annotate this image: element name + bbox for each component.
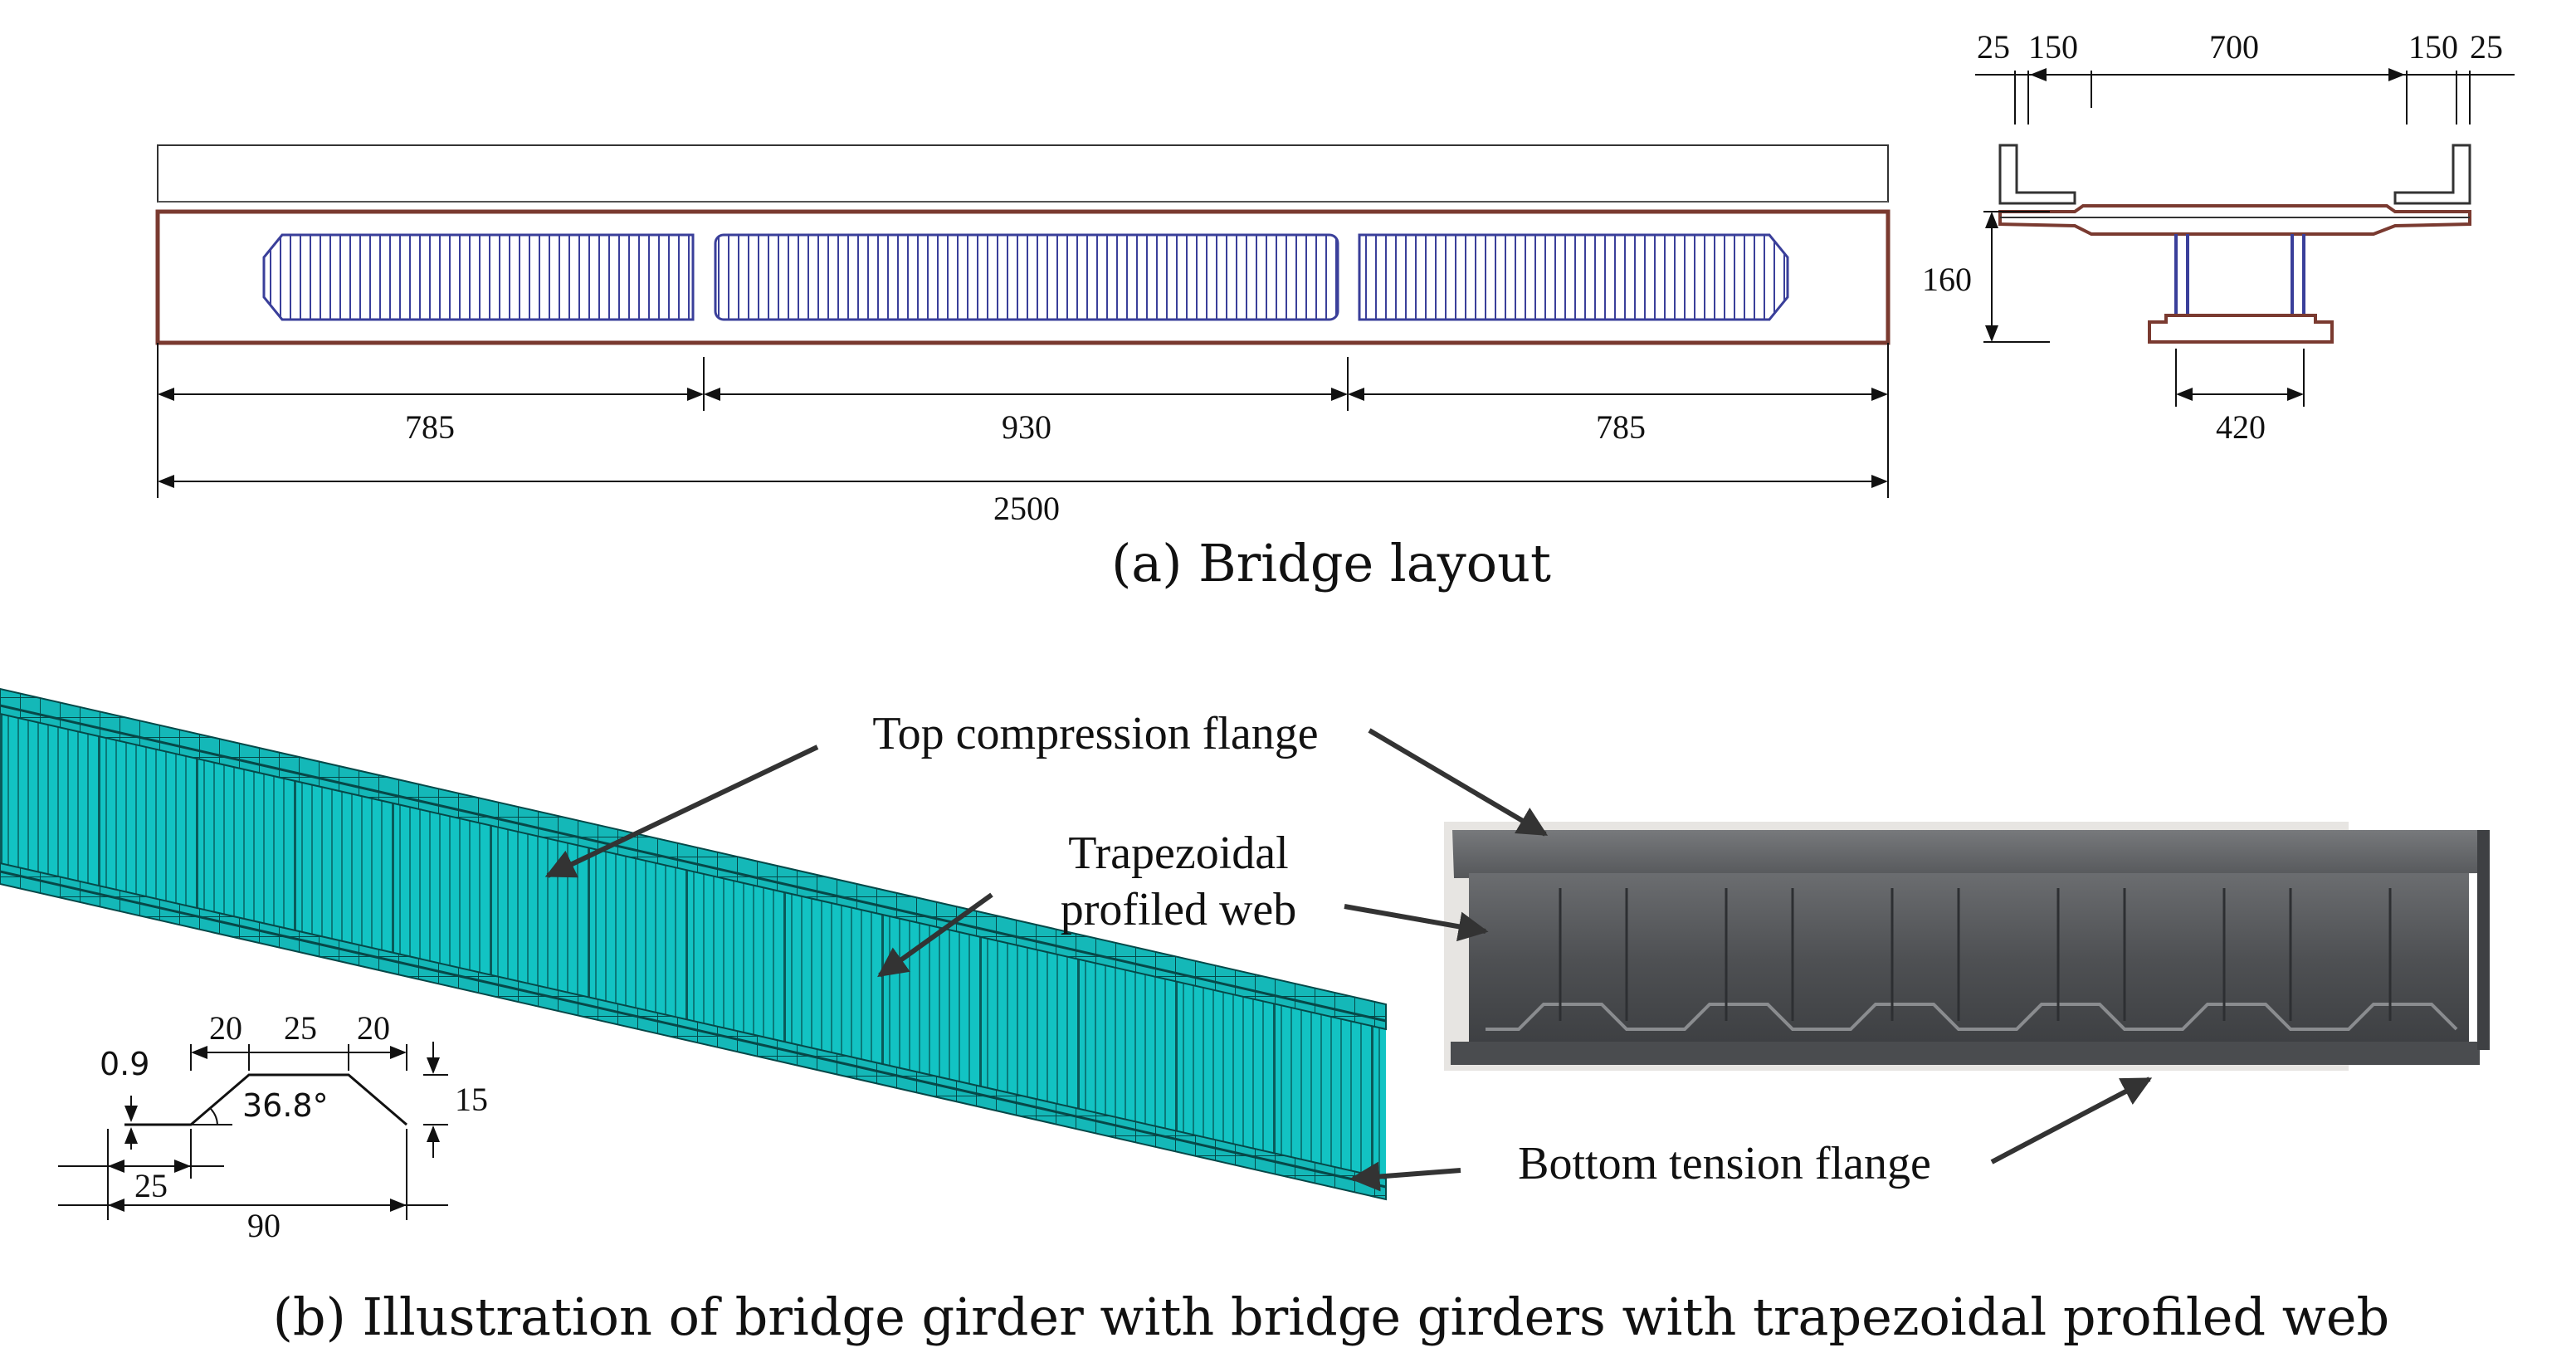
dim-bottom: 420 [2216,408,2266,446]
detail-seg-2: 25 [284,1009,317,1047]
dim-25-left: 25 [1977,28,2010,66]
fe-model [0,687,1387,1201]
photo-top-flange [1452,830,2486,878]
caption-a: (a) Bridge layout [1111,533,1551,593]
parapet-right [2393,144,2471,205]
leaders [544,728,2153,1192]
photo-bottom-flange [1451,1042,2480,1065]
detail-flat: 25 [134,1167,168,1204]
detail-angle: 36.8° [242,1087,329,1124]
elevation-view: 785 930 785 2500 [155,144,1891,527]
dim-height: 160 [1922,261,1972,298]
label-web-line2: profiled web [1061,884,1297,935]
dim-25-right: 25 [2470,28,2503,66]
detail-seg-3: 20 [357,1009,390,1047]
dim-total: 2500 [993,490,1060,527]
fe-bottom-flange [0,862,1387,1201]
cross-section-view: 25 150 700 150 25 160 420 [1922,28,2515,446]
dim-150-right: 150 [2408,28,2458,66]
caption-b: (b) Illustration of bridge girder with b… [273,1287,2390,1347]
profile-line [124,1073,407,1126]
deck-slab [157,144,1889,203]
photo-web [1469,873,2469,1047]
bottom-flange-section [2148,314,2334,344]
fe-web [0,706,1386,1187]
detail-seg-1: 20 [209,1009,242,1047]
detail-depth: 15 [455,1081,488,1118]
deck-section [1998,204,2471,236]
fe-top-flange [0,687,1387,1031]
detail-period: 90 [247,1207,281,1244]
dim-span-right: 785 [1596,408,1646,446]
web-profile-detail: 0.9 20 25 20 36.8° 15 25 90 [50,1009,488,1244]
label-web-line1: Trapezoidal [1068,828,1288,879]
label-bottom-flange: Bottom tension flange [1518,1138,1931,1189]
web-panel-middle [714,233,1339,321]
dim-150-left: 150 [2028,28,2078,66]
parapet-left [1998,144,2076,205]
detail-thickness: 0.9 [100,1046,149,1082]
web-panel-right [1358,233,1789,321]
dim-span-left: 785 [405,408,455,446]
dim-span-mid: 930 [1002,408,1051,446]
girder-outline [155,209,1891,345]
web-panel-left [262,233,695,321]
girder-photo [1444,822,2490,1071]
dim-700: 700 [2209,28,2259,66]
label-top-flange: Top compression flange [872,708,1318,759]
